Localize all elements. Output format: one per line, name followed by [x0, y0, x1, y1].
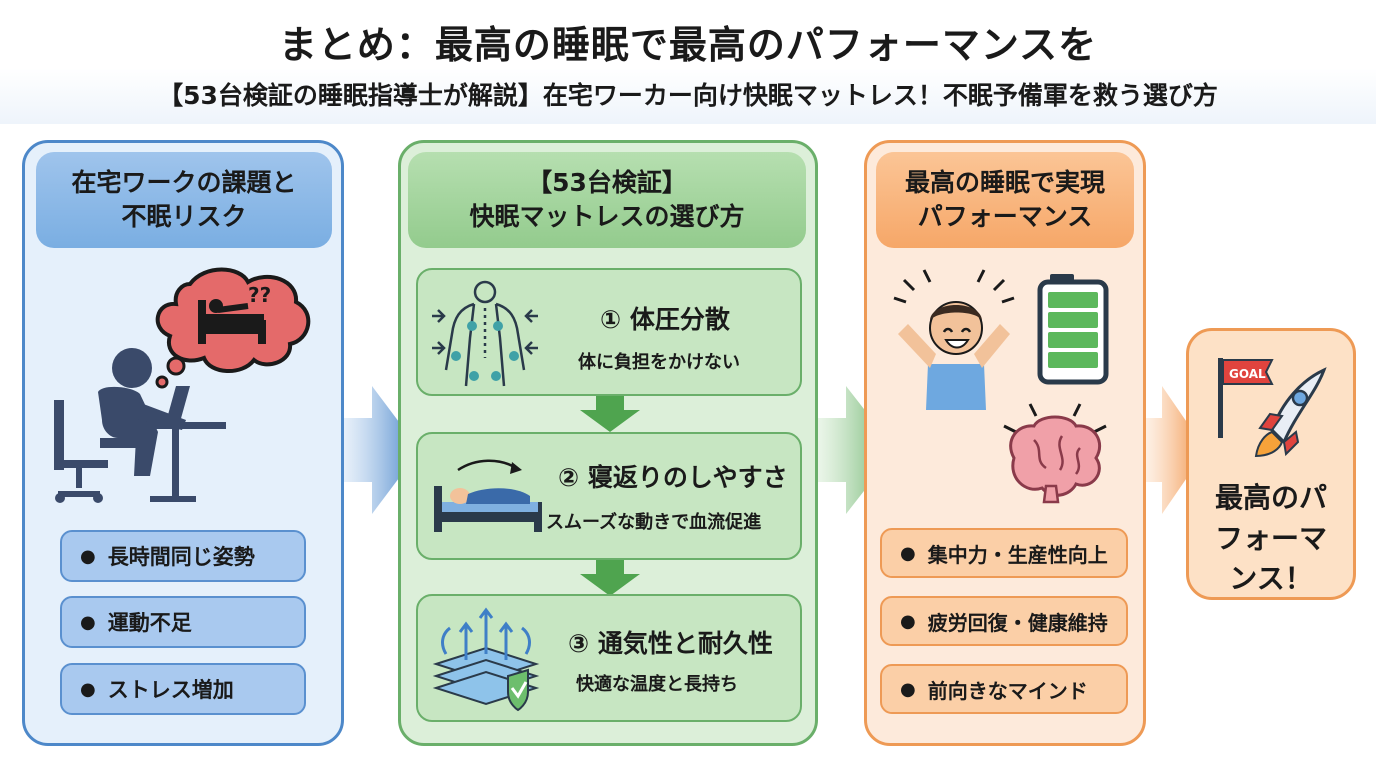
full-battery-icon: [1037, 274, 1109, 385]
header: まとめ：最高の睡眠で最高のパフォーマンスを 【53台検証の睡眠指導士が解説】在宅…: [0, 0, 1376, 124]
arrow-blue-to-green: [340, 386, 420, 514]
step-breathability-durability: ③ 通気性と耐久性 快適な温度と長持ち: [416, 594, 802, 722]
step-pressure-distribution: ① 体圧分散 体に負担をかけない: [416, 268, 802, 396]
sleeping-person-icon: [434, 459, 542, 532]
arrow-green-to-orange: [814, 386, 896, 514]
bullet-icon: ●: [80, 678, 96, 700]
panel-mattress-title-line1: 【53台検証】: [527, 168, 687, 198]
problem-item-label: ストレス増加: [107, 678, 234, 702]
problem-item: ● 長時間同じ姿勢: [60, 530, 306, 582]
body-pressure-icon: [432, 280, 538, 387]
down-arrow-icon: [580, 560, 640, 596]
problem-item: ● 運動不足: [60, 596, 306, 648]
panel-performance-header: 最高の睡眠で実現 パフォーマンス: [876, 152, 1134, 248]
bullet-icon: ●: [900, 678, 916, 700]
step-subtitle: スムーズな動きで血流促進: [546, 512, 762, 533]
worker-illustration: ??: [54, 267, 311, 503]
goal-rocket-illustration: GOAL: [1218, 358, 1327, 458]
panel-performance-title-line2: パフォーマンス: [917, 202, 1093, 231]
glowing-brain-icon: [1003, 403, 1107, 504]
page-subtitle: 【53台検証の睡眠指導士が解説】在宅ワーカー向け快眠マットレス！不眠予備軍を救う…: [158, 81, 1218, 110]
step-subtitle: 体に負担をかけない: [578, 352, 740, 373]
thought-question-marks: ??: [248, 283, 271, 307]
happy-person-icon: [893, 269, 1015, 410]
goal-flag-icon: GOAL: [1218, 358, 1274, 438]
benefit-item-label: 集中力・生産性向上: [927, 542, 1108, 567]
step-subtitle: 快適な温度と長持ち: [576, 674, 738, 695]
down-arrow-icon: [580, 396, 640, 432]
page-title: まとめ：最高の睡眠で最高のパフォーマンスを: [278, 23, 1098, 67]
person-at-desk-icon: [54, 348, 226, 503]
thought-bubble-icon: ??: [155, 267, 311, 389]
arrow-orange-to-goal: [1142, 386, 1206, 514]
panel-problems-title-line1: 在宅ワークの課題と: [71, 168, 297, 198]
benefit-item: ● 集中力・生産性向上: [880, 528, 1128, 578]
problem-item-label: 長時間同じ姿勢: [107, 545, 255, 569]
benefit-item: ● 疲労回復・健康維持: [880, 596, 1128, 646]
breathable-mattress-icon: [432, 607, 540, 712]
performance-illustration: [893, 269, 1109, 504]
benefit-item-label: 前向きなマインド: [927, 678, 1088, 703]
panel-problems-header: 在宅ワークの課題と 不眠リスク: [36, 152, 332, 248]
bullet-icon: ●: [80, 545, 96, 567]
goal-flag-text: GOAL: [1229, 367, 1266, 381]
rocket-icon: [1254, 367, 1327, 458]
goal-text-line3: ンス！: [1229, 562, 1313, 596]
bullet-icon: ●: [900, 610, 916, 632]
goal-text-line2: フォーマ: [1214, 521, 1327, 555]
bullet-icon: ●: [80, 611, 96, 633]
goal-text-line1: 最高のパ: [1214, 481, 1327, 514]
panel-goal: [1186, 328, 1356, 600]
problem-item-label: 運動不足: [107, 611, 192, 635]
panel-mattress-selection-header: 【53台検証】 快眠マットレスの選び方: [408, 152, 806, 248]
header-background: [0, 0, 1376, 124]
goal-text: 最高のパ フォーマ ンス！: [1186, 478, 1356, 600]
step-title: ① 体圧分散: [600, 305, 730, 334]
bullet-icon: ●: [900, 542, 916, 564]
panel-problems-title-line2: 不眠リスク: [121, 202, 247, 231]
benefit-item-label: 疲労回復・健康維持: [927, 610, 1108, 635]
problem-item: ● ストレス増加: [60, 663, 306, 715]
panel-performance-title-line1: 最高の睡眠で実現: [904, 168, 1105, 198]
step-easy-turning: ② 寝返りのしやすさ スムーズな動きで血流促進: [416, 432, 802, 560]
panel-mattress-title-line2: 快眠マットレスの選び方: [469, 202, 745, 231]
benefit-item: ● 前向きなマインド: [880, 664, 1128, 714]
step-title: ③ 通気性と耐久性: [568, 629, 773, 658]
step-title: ② 寝返りのしやすさ: [558, 463, 788, 492]
